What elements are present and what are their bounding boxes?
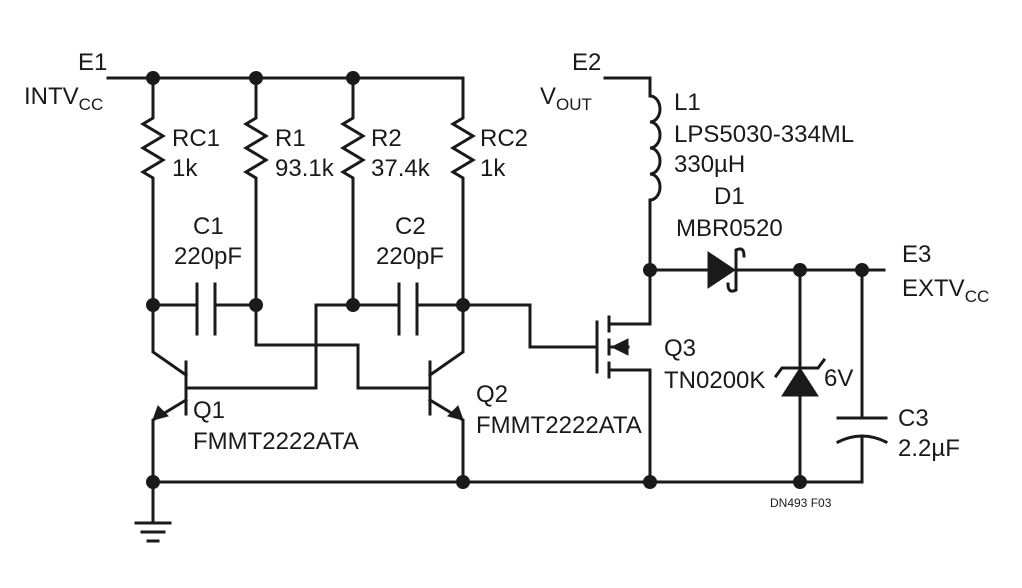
q2-ref: Q2 xyxy=(476,381,508,408)
r1-ref: R1 xyxy=(275,125,306,152)
ground-rail xyxy=(146,475,864,489)
r1-value: 93.1k xyxy=(275,155,335,182)
c1-value: 220pF xyxy=(174,243,242,270)
transistor-q2 xyxy=(427,303,465,484)
l1-value: 330µH xyxy=(674,151,745,178)
capacitor-c2 xyxy=(314,282,532,336)
figure-id: DN493 F03 xyxy=(770,496,832,510)
d1-part: MBR0520 xyxy=(676,215,783,242)
intvcc-label: INTVCC xyxy=(24,83,103,114)
resistor-r2 xyxy=(340,76,366,307)
q1-ref: Q1 xyxy=(193,397,225,424)
c2-value: 220pF xyxy=(376,243,444,270)
e1-label: E1 xyxy=(78,49,107,76)
r2-ref: R2 xyxy=(371,125,402,152)
intvcc-rail xyxy=(106,71,465,85)
c3-ref: C3 xyxy=(898,405,929,432)
c2-ref: C2 xyxy=(395,213,426,240)
e2-label: E2 xyxy=(572,49,601,76)
q1-part: FMMT2222ATA xyxy=(193,428,359,455)
zener-diode xyxy=(773,268,827,484)
capacitor-c3 xyxy=(835,268,889,484)
resistor-rc2 xyxy=(450,76,476,307)
d1-ref: D1 xyxy=(714,183,745,210)
resistor-r1 xyxy=(243,76,269,307)
vout-label: VOUT xyxy=(540,83,592,114)
e3-label: E3 xyxy=(902,241,931,268)
rc1-value: 1k xyxy=(172,155,198,182)
q2-part: FMMT2222ATA xyxy=(476,412,642,439)
c1-ref: C1 xyxy=(193,213,224,240)
transistor-q1 xyxy=(151,303,189,484)
capacitor-c1 xyxy=(146,282,263,336)
diode-d1 xyxy=(648,247,886,293)
transistor-q3 xyxy=(528,268,652,484)
rc1-ref: RC1 xyxy=(172,125,220,152)
zener-value: 6V xyxy=(824,365,853,392)
extvcc-label: EXTVCC xyxy=(902,275,989,306)
rc2-ref: RC2 xyxy=(480,125,528,152)
l1-part: LPS5030-334ML xyxy=(674,121,854,148)
ground-symbol xyxy=(134,480,172,543)
rc2-value: 1k xyxy=(480,155,506,182)
cross-coupling xyxy=(184,303,432,390)
inductor-l1 xyxy=(603,76,662,277)
r2-value: 37.4k xyxy=(371,155,431,182)
c3-value: 2.2µF xyxy=(898,435,960,462)
q3-part: TN0200K xyxy=(664,367,765,394)
resistor-rc1 xyxy=(140,76,166,307)
q3-ref: Q3 xyxy=(664,335,696,362)
l1-ref: L1 xyxy=(674,89,701,116)
